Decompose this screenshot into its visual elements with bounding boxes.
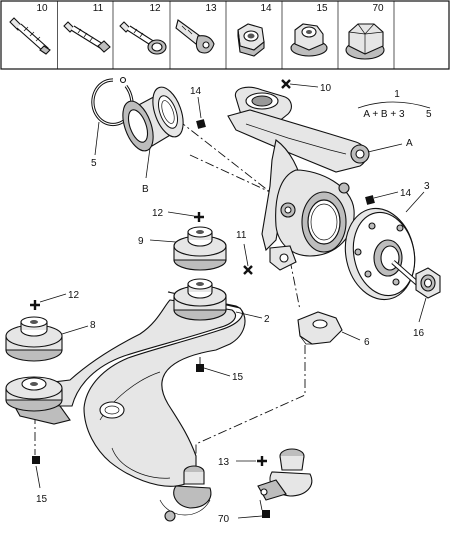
callout-6: 6 (364, 337, 370, 348)
callout-5: 5 (91, 158, 97, 169)
nut-marker-15-left (32, 456, 41, 489)
callout-10-knuckle: 10 (320, 83, 332, 94)
hub-nut-16 (415, 267, 441, 323)
header-ref-14: 14 (260, 3, 272, 14)
callout-13-balljoint: 13 (218, 457, 230, 468)
wheel-hub-3 (344, 191, 425, 301)
bushing-8 (5, 316, 89, 362)
callout-A: A (406, 138, 413, 149)
steering-knuckle (227, 86, 370, 271)
header-ref-13: 13 (205, 3, 217, 14)
knuckle-fasteners (196, 79, 403, 275)
rivet-13-icon (175, 19, 215, 54)
callout-14-knuckle-right: 14 (400, 188, 412, 199)
arm-bushing-rear (173, 278, 227, 321)
nut-14-icon (237, 23, 265, 57)
callout-1: 1 (394, 89, 400, 100)
ball-joint-on-arm (164, 465, 212, 522)
arm-bushing-front (5, 376, 63, 412)
kit-formula-count: 5 (426, 109, 432, 120)
callout-B: B (142, 184, 149, 195)
nut-marker-15-arm (196, 364, 231, 377)
callout-16: 16 (413, 328, 425, 339)
callout-12-top: 12 (152, 208, 164, 219)
bolt-marker-12-top (167, 211, 204, 222)
bolt-10-icon (9, 17, 51, 55)
bolt-12-icon (119, 21, 167, 55)
kit-formula: 1 A + B + 3 5 (357, 89, 432, 120)
ball-joint-assembly (257, 448, 313, 511)
callout-3: 3 (424, 181, 430, 192)
wheel-bearing-B (122, 86, 184, 179)
callout-15-left: 15 (36, 494, 48, 505)
nut-marker-70 (237, 510, 270, 519)
header-ref-12: 12 (149, 3, 161, 14)
callout-15-arm: 15 (232, 372, 244, 383)
callout-2: 2 (264, 314, 270, 325)
bushing-9 (149, 226, 227, 271)
header-ref-15: 15 (316, 3, 328, 14)
callout-14-knuckle-top: 14 (190, 86, 202, 97)
callout-70-balljoint: 70 (218, 514, 230, 525)
header-ref-11: 11 (93, 3, 104, 14)
bolt-marker-12-left (30, 293, 67, 310)
kit-formula-parts: A + B + 3 (363, 109, 405, 120)
header-ref-10: 10 (36, 3, 48, 14)
header-ref-70: 70 (372, 3, 384, 14)
callout-11-knuckle: 11 (236, 230, 247, 241)
fastener-legend-strip: 10 11 12 13 14 15 70 (0, 0, 450, 70)
callout-8: 8 (90, 320, 96, 331)
flange-nut-15-icon (290, 23, 328, 57)
bolt-marker-13 (236, 456, 267, 466)
circlip-5 (91, 76, 134, 156)
bolt-11-icon (63, 21, 111, 53)
callout-12-left: 12 (68, 290, 80, 301)
callout-9: 9 (138, 236, 144, 247)
nut-70-icon (345, 23, 385, 60)
bracket-6 (297, 311, 361, 345)
